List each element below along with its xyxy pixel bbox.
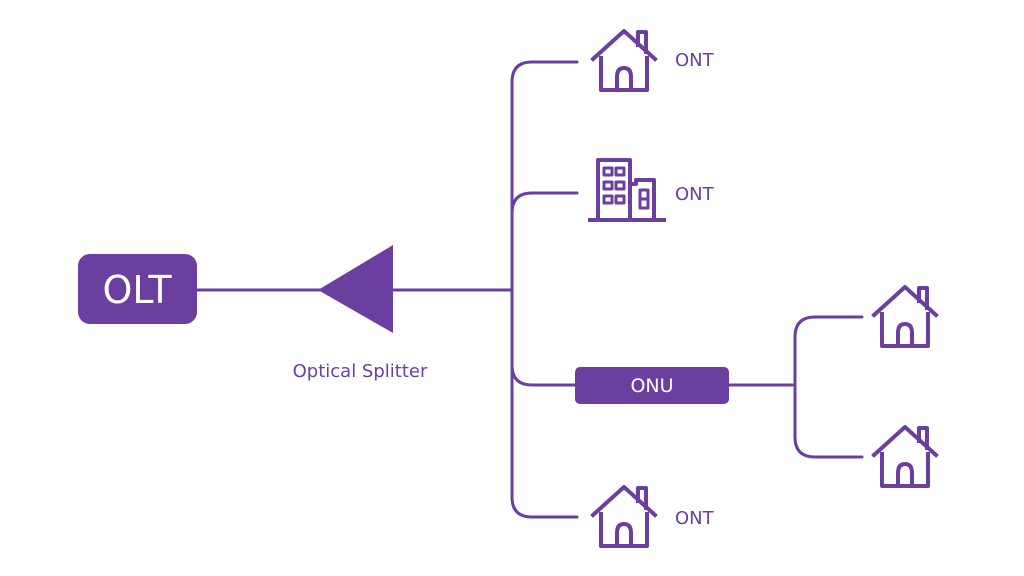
ont-label: ONT bbox=[675, 184, 715, 205]
splitter-label: Optical Splitter bbox=[293, 361, 428, 382]
branch-link-onu bbox=[510, 363, 579, 387]
splitter-triangle-icon bbox=[318, 245, 393, 333]
onu-node[interactable]: ONU bbox=[575, 367, 729, 404]
olt-box bbox=[78, 254, 197, 324]
onu-box bbox=[575, 367, 729, 404]
branch-building[interactable]: ONT bbox=[588, 158, 715, 222]
olt-node[interactable]: OLT bbox=[78, 254, 197, 324]
ont-label: ONT bbox=[675, 50, 715, 71]
house-icon bbox=[590, 485, 658, 548]
house-icon bbox=[590, 29, 658, 92]
ont-label: ONT bbox=[675, 508, 715, 529]
onu-children-bus bbox=[793, 315, 864, 459]
house-icon bbox=[871, 425, 939, 488]
branch-house-2[interactable]: ONT bbox=[590, 485, 715, 548]
olt-label: OLT bbox=[102, 268, 172, 312]
onu-child-house-2[interactable] bbox=[871, 425, 939, 488]
branch-bus bbox=[510, 60, 579, 519]
house-icon bbox=[871, 285, 939, 348]
onu-label: ONU bbox=[630, 375, 673, 397]
building-icon bbox=[588, 158, 666, 222]
onu-child-house-1[interactable] bbox=[871, 285, 939, 348]
splitter-node[interactable]: Optical Splitter bbox=[293, 245, 428, 382]
branch-link-building bbox=[510, 191, 579, 215]
branch-house-1[interactable]: ONT bbox=[590, 29, 715, 92]
